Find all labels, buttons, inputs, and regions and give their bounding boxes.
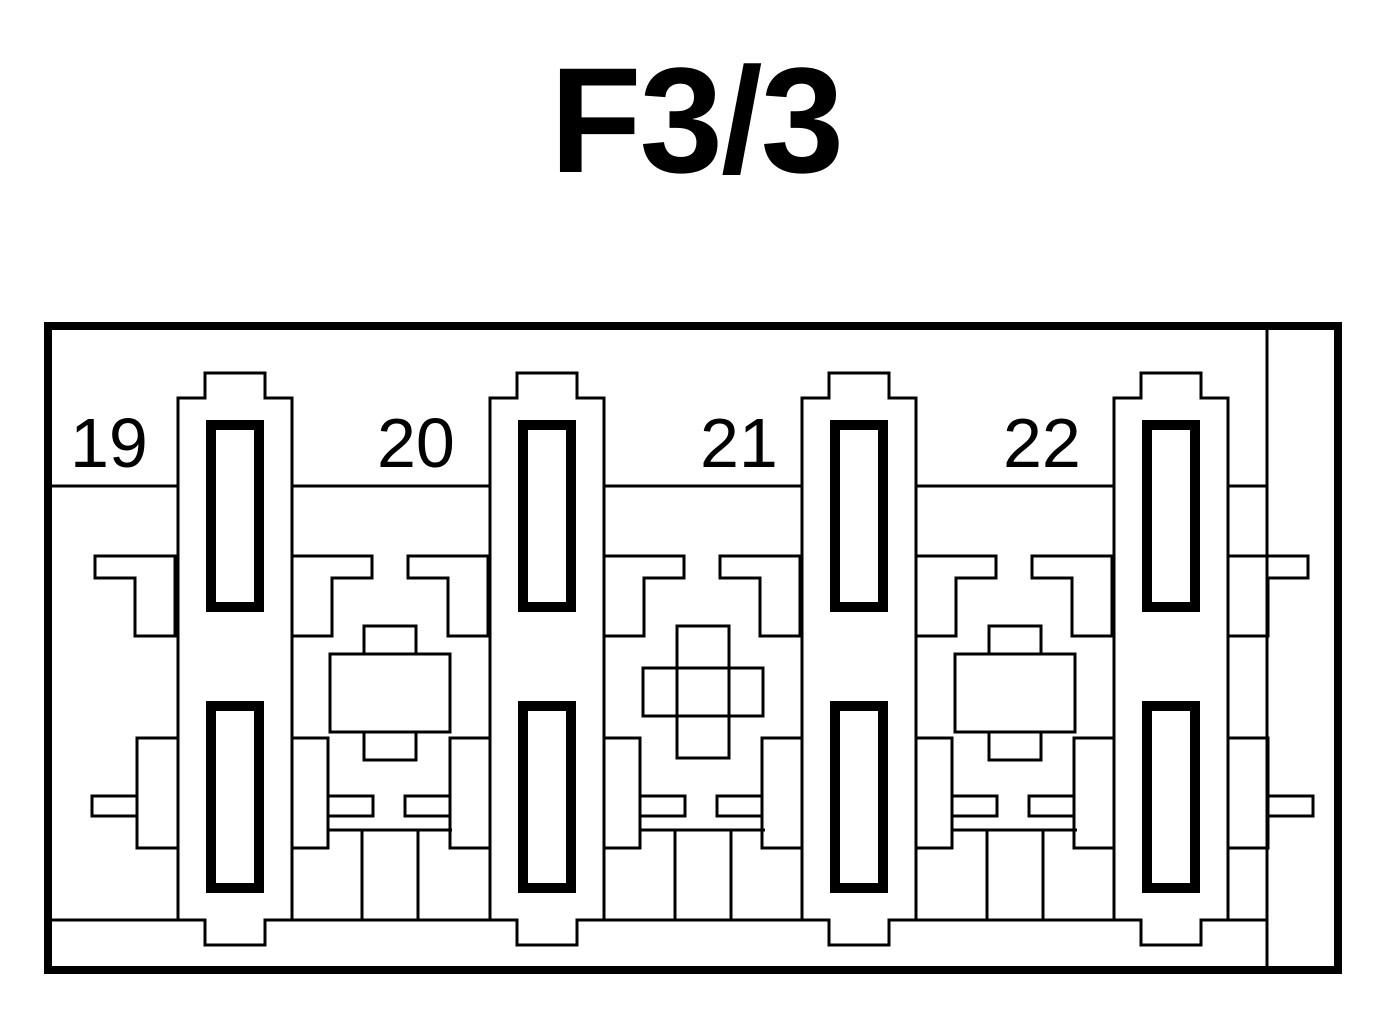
pin-label-22: 22 [1003,404,1081,482]
terminal-slot-lower [1142,701,1200,893]
lower-clip-stem [1226,736,1270,850]
terminal-tower-outline [488,371,606,947]
connector-frame [44,322,1342,974]
lower-clip-arm [90,794,139,818]
terminal-tower-outline [800,371,918,947]
lower-clip-arm [1027,794,1076,818]
lower-clip-arm [950,794,999,818]
latch-clip [93,554,177,638]
terminal-slot-upper [206,420,264,612]
latch-clip [718,554,802,638]
lower-clip-arm [1266,794,1315,818]
terminal-tower-outline [1112,371,1230,947]
link-foot [673,828,733,922]
lower-clip-stem [135,736,180,850]
latch-clip [406,554,490,638]
link-wing [641,666,765,718]
lower-clip-stem [448,736,492,850]
terminal-slot-upper [518,420,576,612]
lower-clip-stem [1072,736,1116,850]
terminal-tower-outline [176,371,294,947]
terminal-slot-upper [1142,420,1200,612]
terminal-slot-lower [518,701,576,893]
latch-clip [1226,554,1310,638]
link-tab [362,730,418,762]
lower-clip-arm [326,794,375,818]
latch-clip [290,554,374,638]
terminal-slot-lower [206,701,264,893]
connector-title: F3/3 [549,36,844,204]
lower-clip-stem [290,736,330,850]
latch-clip [1030,554,1114,638]
lower-clip-arm [715,794,764,818]
pin-label-20: 20 [377,404,455,482]
link-foot [985,828,1045,922]
link-tab [987,624,1043,656]
terminal-slot-lower [830,701,888,893]
link-tab [987,730,1043,762]
terminal-slot-upper [830,420,888,612]
terminal-towers [176,371,1267,947]
latch-clip [602,554,686,638]
lower-clip-stem [602,736,642,850]
link-foot [360,828,420,922]
lower-clip-arm [638,794,687,818]
latch-clip [914,554,998,638]
latch-clips [90,554,1315,850]
lower-clip-arm [403,794,452,818]
link-body [675,624,731,760]
lower-clip-stem [914,736,954,850]
pin-label-19: 19 [70,404,148,482]
lower-clip-stem [760,736,804,850]
link-blocks [328,624,1077,922]
link-body [953,652,1077,734]
pin-label-21: 21 [700,404,778,482]
link-tab [362,624,418,656]
link-body [328,652,452,734]
